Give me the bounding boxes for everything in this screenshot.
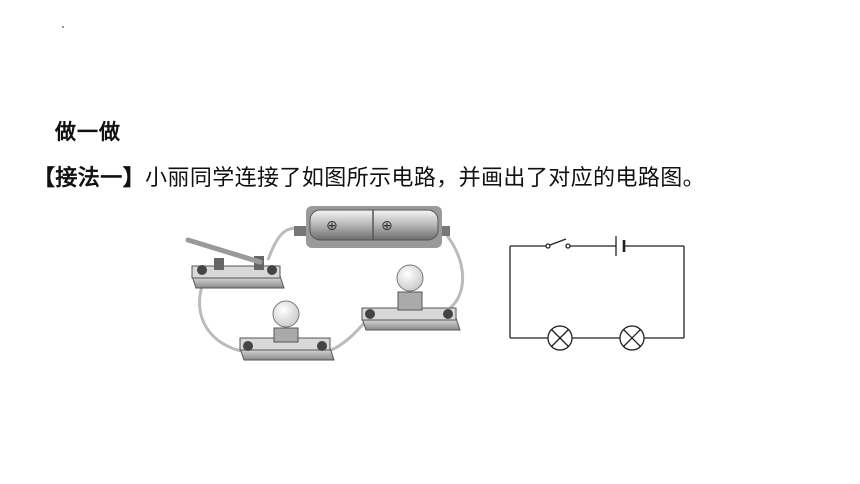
battery-plus-2: ⊕: [381, 218, 393, 234]
schematic-lamp-2: [619, 325, 645, 351]
physical-circuit-illustration: ⊕ ⊕: [185, 206, 465, 361]
battery-pack: ⊕ ⊕: [294, 206, 450, 248]
wire-switch-bulb1: [198, 279, 247, 354]
stray-dot: [62, 26, 64, 28]
method-text: 小丽同学连接了如图所示电路，并画出了对应的电路图。: [145, 166, 706, 191]
schematic-switch-lever: [549, 238, 567, 246]
bulb-2: [361, 264, 461, 331]
schematic-switch-contact-right: [565, 243, 571, 249]
circuit-schematic: [509, 236, 685, 351]
method-tag: 【接法一】: [33, 166, 146, 191]
battery-plus-1: ⊕: [326, 218, 338, 234]
wire-battery-bulb2: [444, 233, 465, 310]
section-heading: 做一做: [55, 120, 121, 144]
schematic-lamp-1: [547, 325, 573, 351]
schematic-switch-contact-left: [545, 243, 551, 249]
bulb-1: [239, 300, 335, 361]
knife-switch: [185, 237, 285, 289]
method-line: 【接法一】小丽同学连接了如图所示电路，并画出了对应的电路图。: [33, 160, 705, 192]
